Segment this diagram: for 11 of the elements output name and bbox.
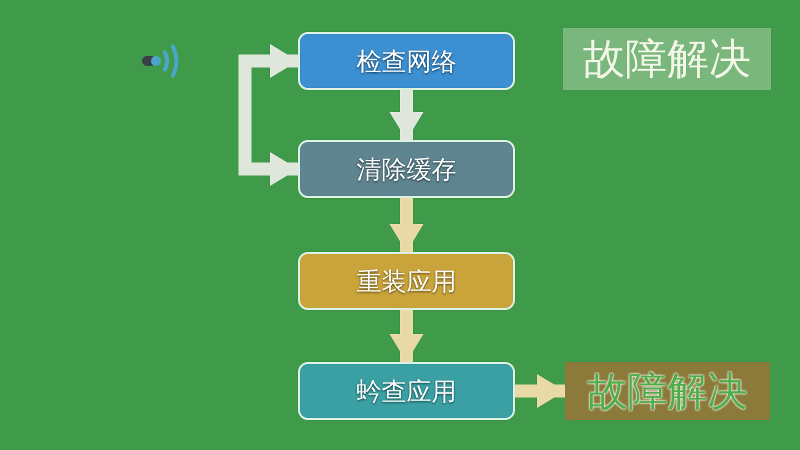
process-box: 检查网络 bbox=[298, 32, 515, 90]
arrow bbox=[238, 44, 298, 186]
process-box: 蚙查应用 bbox=[298, 362, 515, 420]
arrow bbox=[390, 198, 424, 252]
title-banner: 故障解决 bbox=[565, 362, 770, 420]
arrow bbox=[390, 310, 424, 362]
title-banner: 故障解决 bbox=[563, 28, 771, 90]
process-box: 重装应用 bbox=[298, 252, 515, 310]
arrow bbox=[390, 90, 424, 140]
process-box: 清除缓存 bbox=[298, 140, 515, 198]
arrow bbox=[515, 374, 565, 408]
